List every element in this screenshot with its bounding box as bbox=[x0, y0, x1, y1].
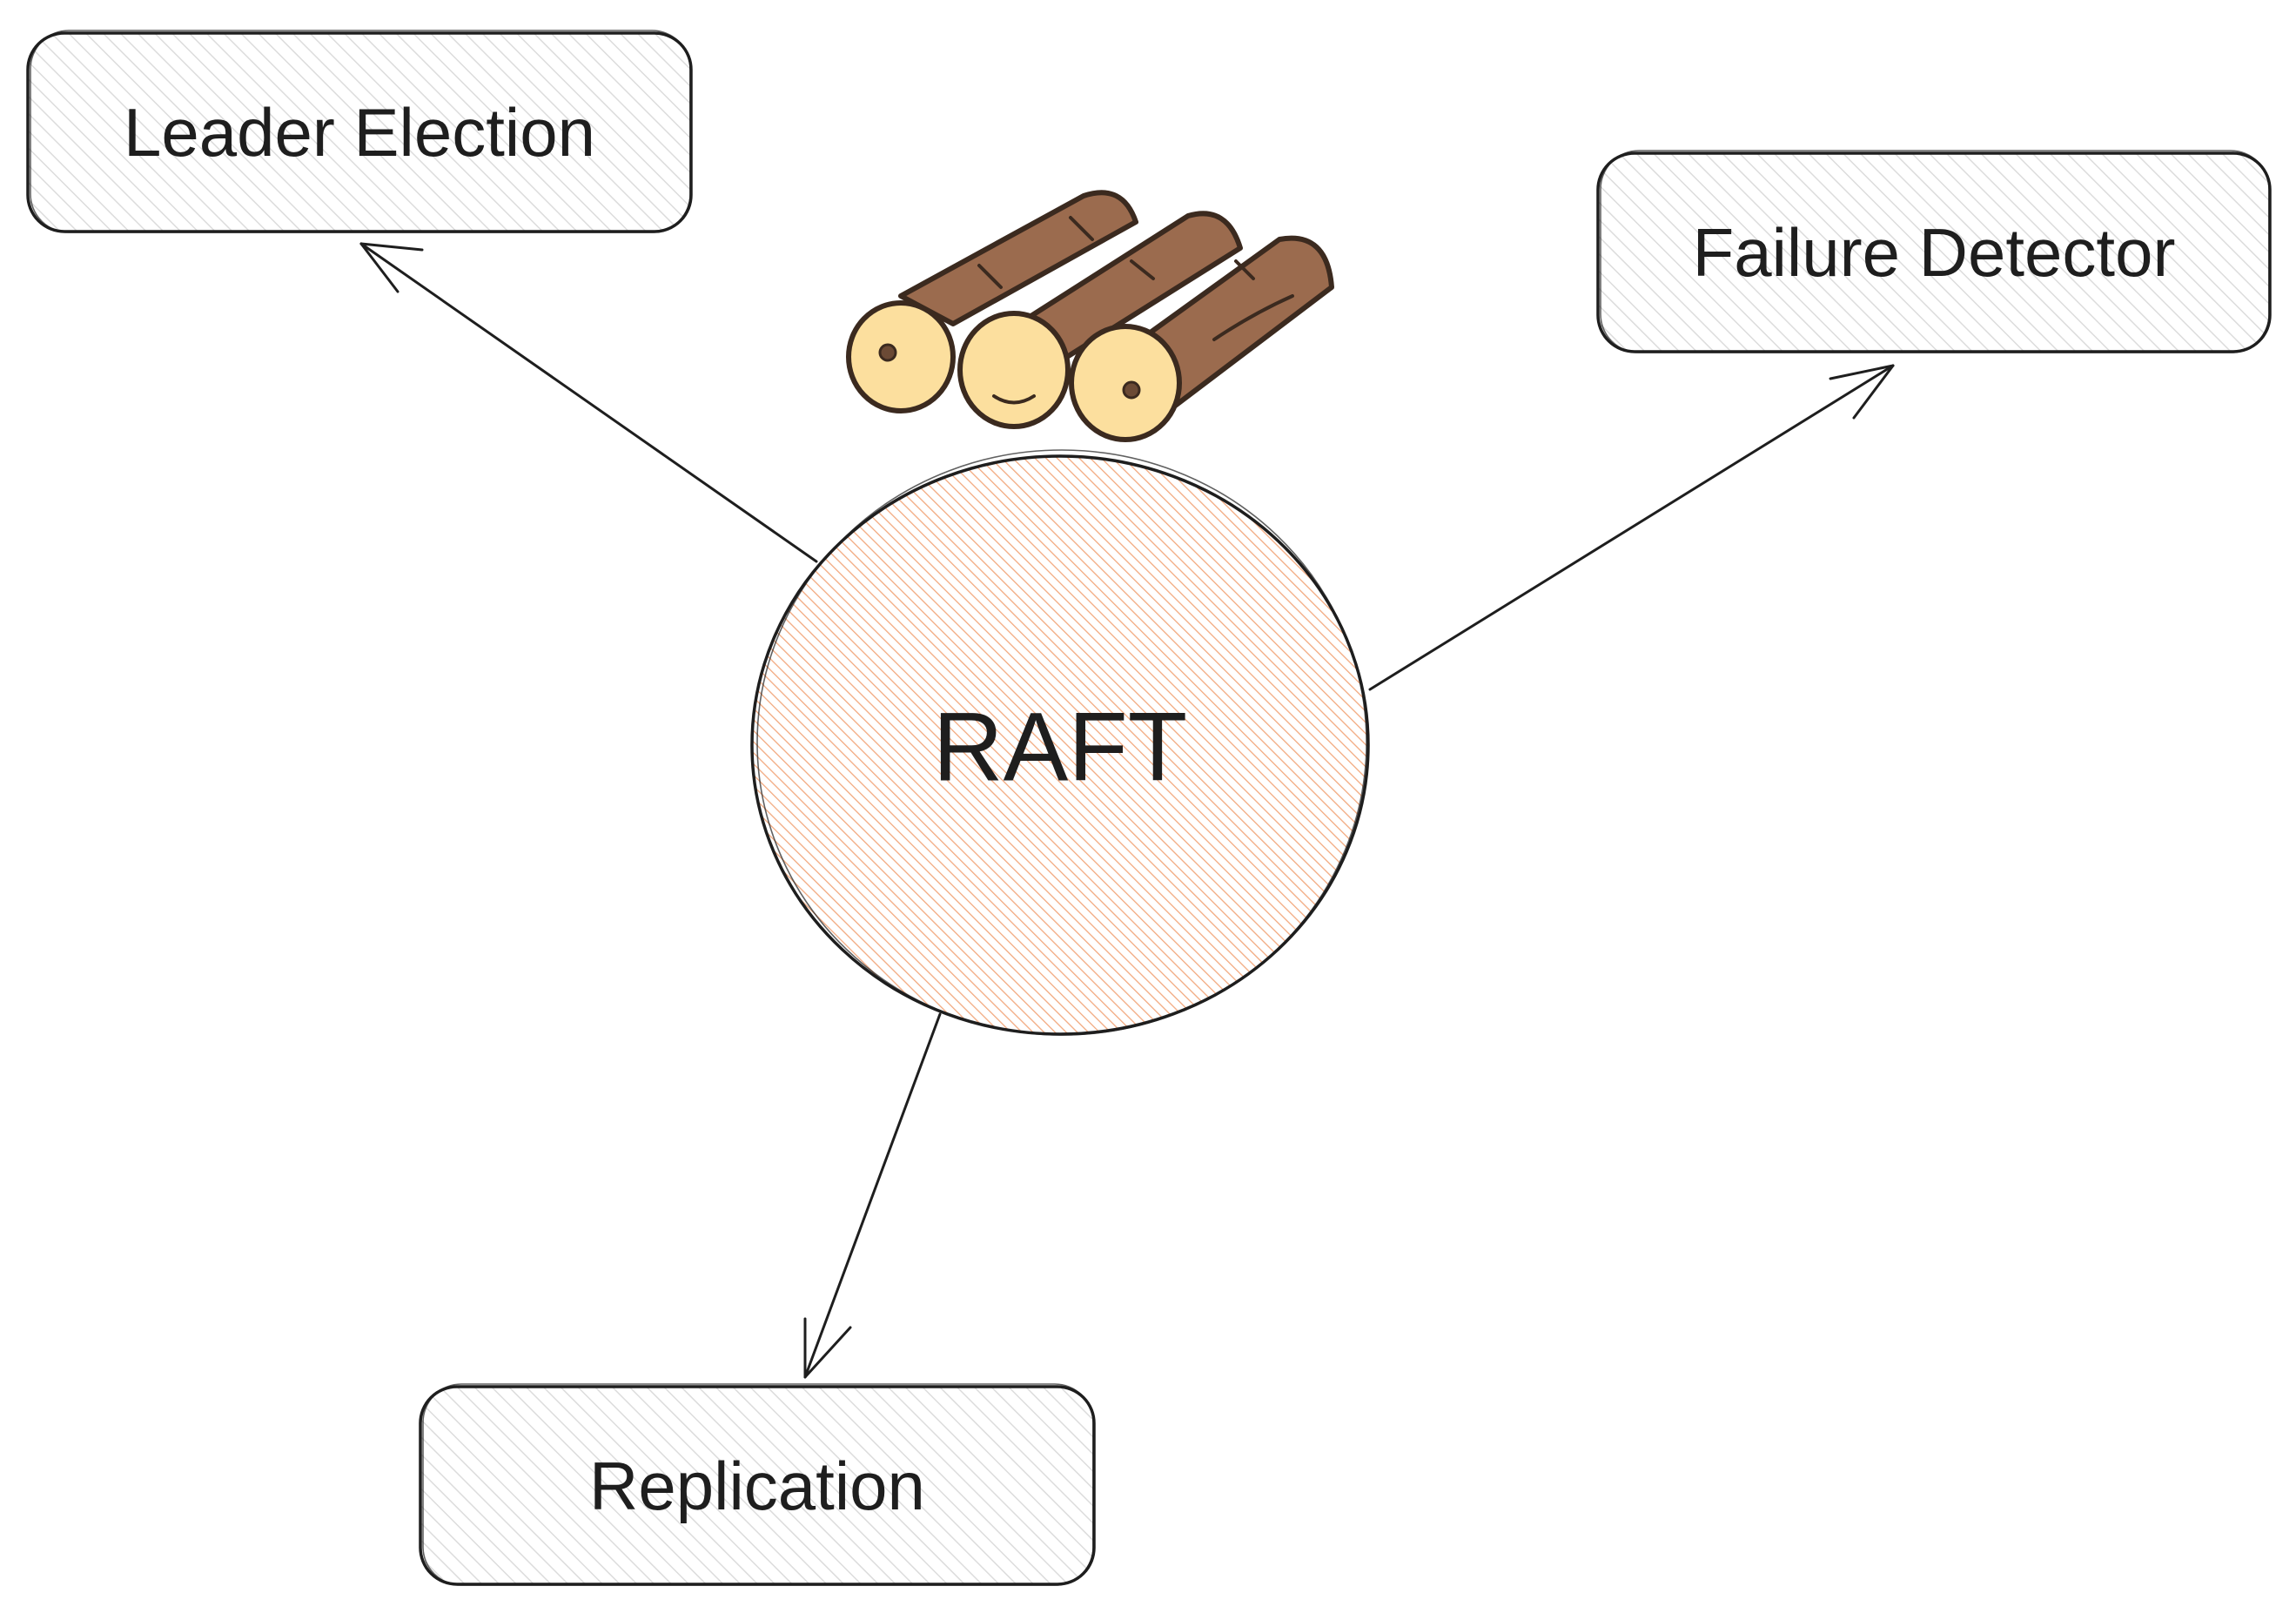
logs-icon bbox=[846, 190, 1334, 442]
arrow-to-leader-election bbox=[359, 242, 818, 563]
arrow-to-replication bbox=[803, 1012, 942, 1379]
node-leader-election: Leader Election bbox=[26, 30, 693, 233]
node-replication: Replication bbox=[419, 1383, 1096, 1586]
node-label-leader-election: Leader Election bbox=[124, 94, 595, 171]
arrow-to-failure-detector bbox=[1368, 364, 1895, 691]
node-label-replication: Replication bbox=[589, 1448, 925, 1524]
node-label-failure-detector: Failure Detector bbox=[1693, 214, 2176, 291]
center-node-raft: RAFT bbox=[750, 449, 1370, 1036]
center-label: RAFT bbox=[933, 693, 1187, 802]
node-failure-detector: Failure Detector bbox=[1596, 150, 2272, 353]
